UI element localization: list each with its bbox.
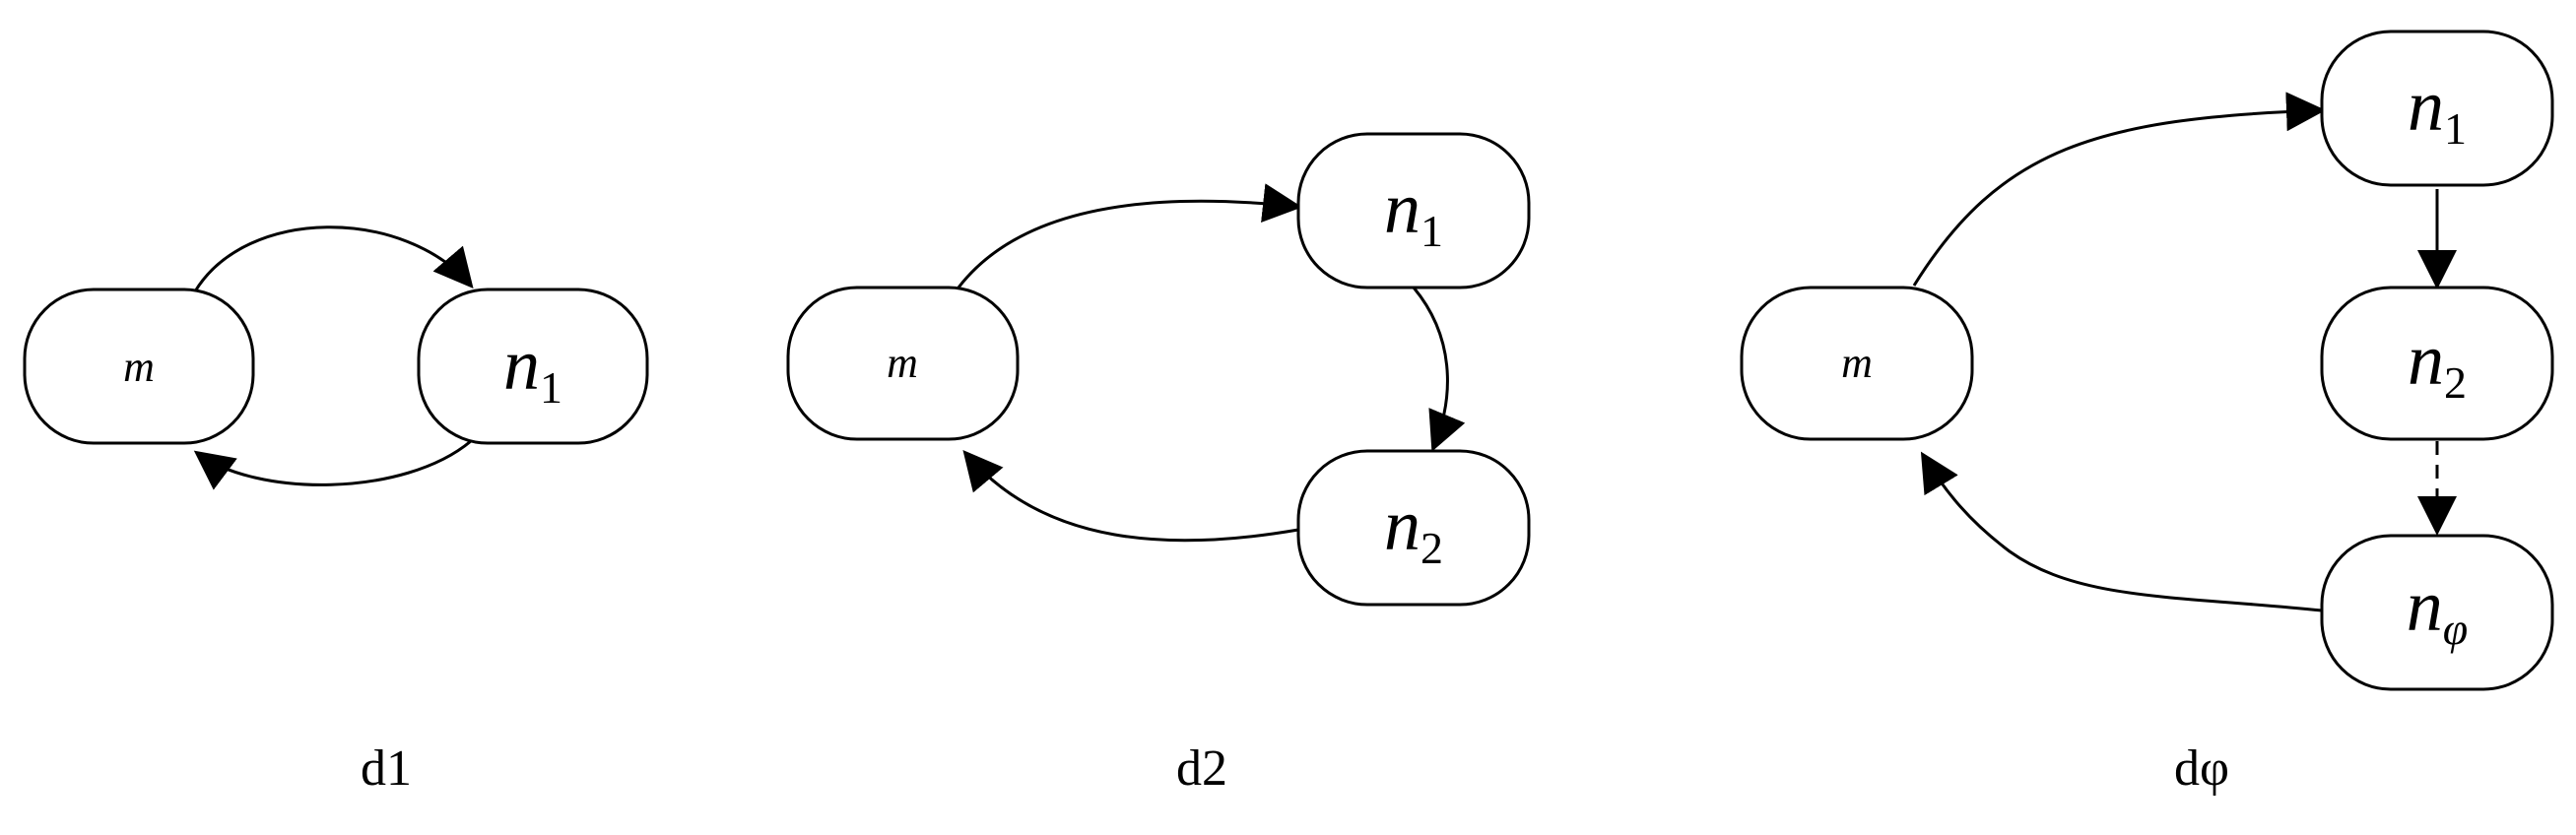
node-n2-label: n2: [1384, 485, 1443, 573]
edge-n1-to-n2: [1412, 287, 1466, 452]
diagram-d2: m n1 n2 d2: [786, 132, 1531, 797]
node-m: [786, 286, 1020, 441]
node-n2: [1296, 449, 1531, 607]
caption-d2: d2: [1176, 740, 1227, 797]
node-n2: [2320, 286, 2554, 441]
edge-m-to-n1: [957, 183, 1302, 289]
node-n2-label: n2: [2408, 320, 2467, 408]
diagram-d1: m n1 d1: [23, 225, 649, 797]
diagram-dphi: m n1 n2 nφ dφ: [1740, 30, 2554, 797]
node-n1: [417, 288, 649, 445]
edge-n2-to-m: [962, 449, 1299, 543]
node-nphi: [2320, 534, 2554, 691]
node-n1-label: n1: [2408, 66, 2467, 154]
node-n1: [1296, 132, 1531, 289]
caption-dphi: dφ: [2174, 740, 2229, 797]
node-m-label: m: [887, 339, 918, 387]
node-n1-label: n1: [1384, 168, 1443, 256]
node-n1: [2320, 30, 2554, 187]
node-m-label: m: [1841, 339, 1873, 387]
edge-nphi-to-m: [1920, 451, 2323, 612]
node-n1-label: n1: [503, 325, 562, 413]
node-m: [1740, 286, 1974, 441]
edge-m-to-n1: [193, 225, 474, 292]
node-m: [23, 288, 255, 445]
edge-n1-to-m: [193, 439, 472, 490]
edge-m-to-n1: [1912, 92, 2326, 287]
caption-d1: d1: [361, 740, 412, 797]
node-m-label: m: [123, 343, 155, 391]
node-nphi-label: nφ: [2407, 566, 2468, 654]
